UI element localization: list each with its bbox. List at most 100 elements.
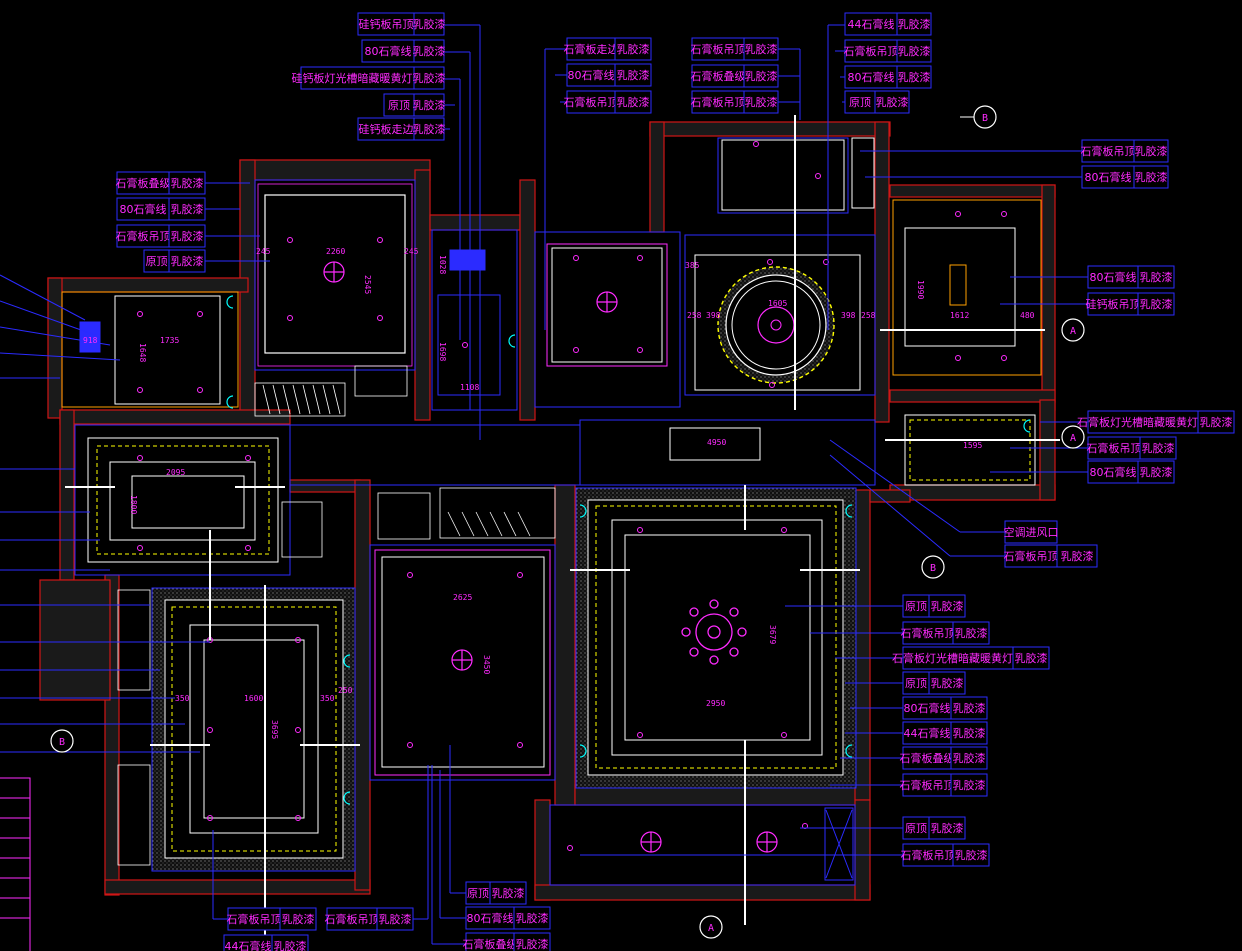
tag-finish-label: 乳胶漆 <box>953 778 986 792</box>
dim-1028: 1028 <box>438 255 447 274</box>
dim-1605: 1605 <box>768 299 787 308</box>
material-tag-t12: 44石膏线乳胶漆 <box>844 12 932 36</box>
dim-1698: 1698 <box>438 342 447 361</box>
dim-1648: 1648 <box>138 343 147 362</box>
tag-finish-label: 乳胶漆 <box>1140 270 1173 284</box>
tag-material-label: 硅钙板灯光槽暗藏暖黄灯带 <box>292 71 424 85</box>
tag-material-label: 石膏板叠级 <box>691 69 746 83</box>
tag-material-label: 原顶 <box>146 255 168 268</box>
tag-finish-label: 乳胶漆 <box>1142 441 1175 455</box>
material-tag-t37: 原顶乳胶漆 <box>902 816 966 840</box>
tag-material-label: 原顶 <box>905 677 927 690</box>
dim-258b: 258 <box>861 311 876 320</box>
tag-material-label: 石膏板吊顶 <box>844 44 899 58</box>
tag-material-label: 80石膏线 <box>1085 170 1132 184</box>
cabinets <box>117 365 556 866</box>
material-tag-t39: 原顶乳胶漆 <box>465 881 527 905</box>
tag-material-label: 石膏板吊顶 <box>564 95 619 109</box>
material-tag-t14: 80石膏线乳胶漆 <box>844 65 932 89</box>
tag-material-label: 硅钙板吊顶 <box>1086 297 1141 311</box>
material-tag-t25: 石膏板叠级乳胶漆 <box>116 171 206 195</box>
tag-finish-label: 乳胶漆 <box>379 912 412 926</box>
dim-398a: 398 <box>706 311 721 320</box>
dim-3450: 3450 <box>482 655 491 674</box>
dim-2950: 2950 <box>706 699 725 708</box>
tag-finish-label: 乳胶漆 <box>745 42 778 56</box>
walls <box>39 121 1056 901</box>
tag-finish-label: 乳胶漆 <box>953 726 986 740</box>
tag-material-label: 原顶 <box>905 822 927 835</box>
tag-finish-label: 乳胶漆 <box>1140 465 1173 479</box>
dim-2625: 2625 <box>453 593 472 602</box>
tag-finish-label: 乳胶漆 <box>171 202 204 216</box>
material-tag-t07: 80石膏线乳胶漆 <box>566 63 652 87</box>
tag-material-label: 硅钙板吊顶 <box>359 17 414 31</box>
dim-245a: 245 <box>256 247 271 256</box>
tag-material-label: 石膏板吊顶 <box>901 848 956 862</box>
tag-finish-label: 乳胶漆 <box>1135 144 1168 158</box>
tag-finish-label: 乳胶漆 <box>931 676 964 690</box>
dim-1108: 1108 <box>460 383 479 392</box>
tag-material-label: 80石膏线 <box>467 911 514 925</box>
tag-finish-label: 乳胶漆 <box>745 69 778 83</box>
tag-finish-label: 乳胶漆 <box>1200 415 1233 429</box>
material-tag-t01: 硅钙板吊顶乳胶漆 <box>357 12 446 36</box>
tag-material-label: 硅钙板走边 <box>359 122 414 136</box>
tag-material-label: 80石膏线 <box>120 202 167 216</box>
material-tag-t11: 石膏板吊顶乳胶漆 <box>691 90 779 114</box>
tag-finish-label: 乳胶漆 <box>953 701 986 715</box>
tag-material-label: 石膏板灯光槽暗藏暖黄灯带 <box>1077 415 1209 429</box>
material-tag-t32: 原顶乳胶漆 <box>902 671 966 695</box>
tag-material-label: 石膏板叠级 <box>900 751 955 765</box>
dim-3679: 3679 <box>768 625 777 644</box>
material-tag-t16: 石膏板吊顶乳胶漆 <box>1081 139 1169 163</box>
tag-finish-label: 乳胶漆 <box>413 122 446 136</box>
tag-material-label: 石膏板叠级 <box>463 937 518 951</box>
tag-material-label: 原顶 <box>905 600 927 613</box>
dim-1600: 1600 <box>244 694 263 703</box>
dim-1990: 1990 <box>916 280 925 299</box>
tag-finish-label: 乳胶漆 <box>953 751 986 765</box>
dim-918: 918 <box>83 336 98 345</box>
section-marker-2: A <box>1061 318 1085 342</box>
material-tag-t33: 80石膏线乳胶漆 <box>902 696 988 720</box>
material-tag-t15: 原顶乳胶漆 <box>844 90 910 114</box>
material-tag-t43: 石膏板吊顶乳胶漆 <box>227 907 317 931</box>
material-tag-t29: 原顶乳胶漆 <box>902 594 966 618</box>
tag-material-label: 原顶 <box>467 887 489 900</box>
material-tag-t13: 石膏板吊顶乳胶漆 <box>844 39 932 63</box>
dim-258a: 258 <box>687 311 702 320</box>
section-marker-5: B <box>50 729 74 753</box>
tag-material-label: 石膏板吊顶 <box>1004 549 1059 563</box>
dim-350b: 350 <box>320 694 335 703</box>
tag-material-label: 原顶 <box>849 96 871 109</box>
dim-350a: 350 <box>175 694 190 703</box>
tag-material-label: 空调进风口 <box>1004 525 1059 539</box>
tag-finish-label: 乳胶漆 <box>413 44 446 58</box>
material-tag-t40: 80石膏线乳胶漆 <box>465 906 551 930</box>
tag-finish-label: 乳胶漆 <box>617 68 650 82</box>
tag-material-label: 石膏板叠级 <box>116 176 171 190</box>
tag-material-label: 石膏板吊顶 <box>1087 441 1142 455</box>
tag-finish-label: 乳胶漆 <box>955 848 988 862</box>
tag-finish-label: 乳胶漆 <box>1061 549 1094 563</box>
dim-245b: 245 <box>404 247 419 256</box>
material-tag-t22: 80石膏线乳胶漆 <box>1087 460 1175 484</box>
dim-398b: 398 <box>841 311 856 320</box>
dimension-labels: 2260 2545 245 245 1735 1648 918 1028 169… <box>83 247 1035 739</box>
svg-text:B: B <box>59 737 65 748</box>
tag-material-label: 石膏板吊顶 <box>691 95 746 109</box>
tag-material-label: 石膏板走边 <box>564 42 619 56</box>
dim-2545: 2545 <box>363 275 372 294</box>
tag-finish-label: 乳胶漆 <box>171 229 204 243</box>
dim-480: 480 <box>1020 311 1035 320</box>
tag-finish-label: 乳胶漆 <box>745 95 778 109</box>
material-tag-t05: 硅钙板走边乳胶漆 <box>357 117 446 141</box>
tag-material-label: 80石膏线 <box>904 701 951 715</box>
